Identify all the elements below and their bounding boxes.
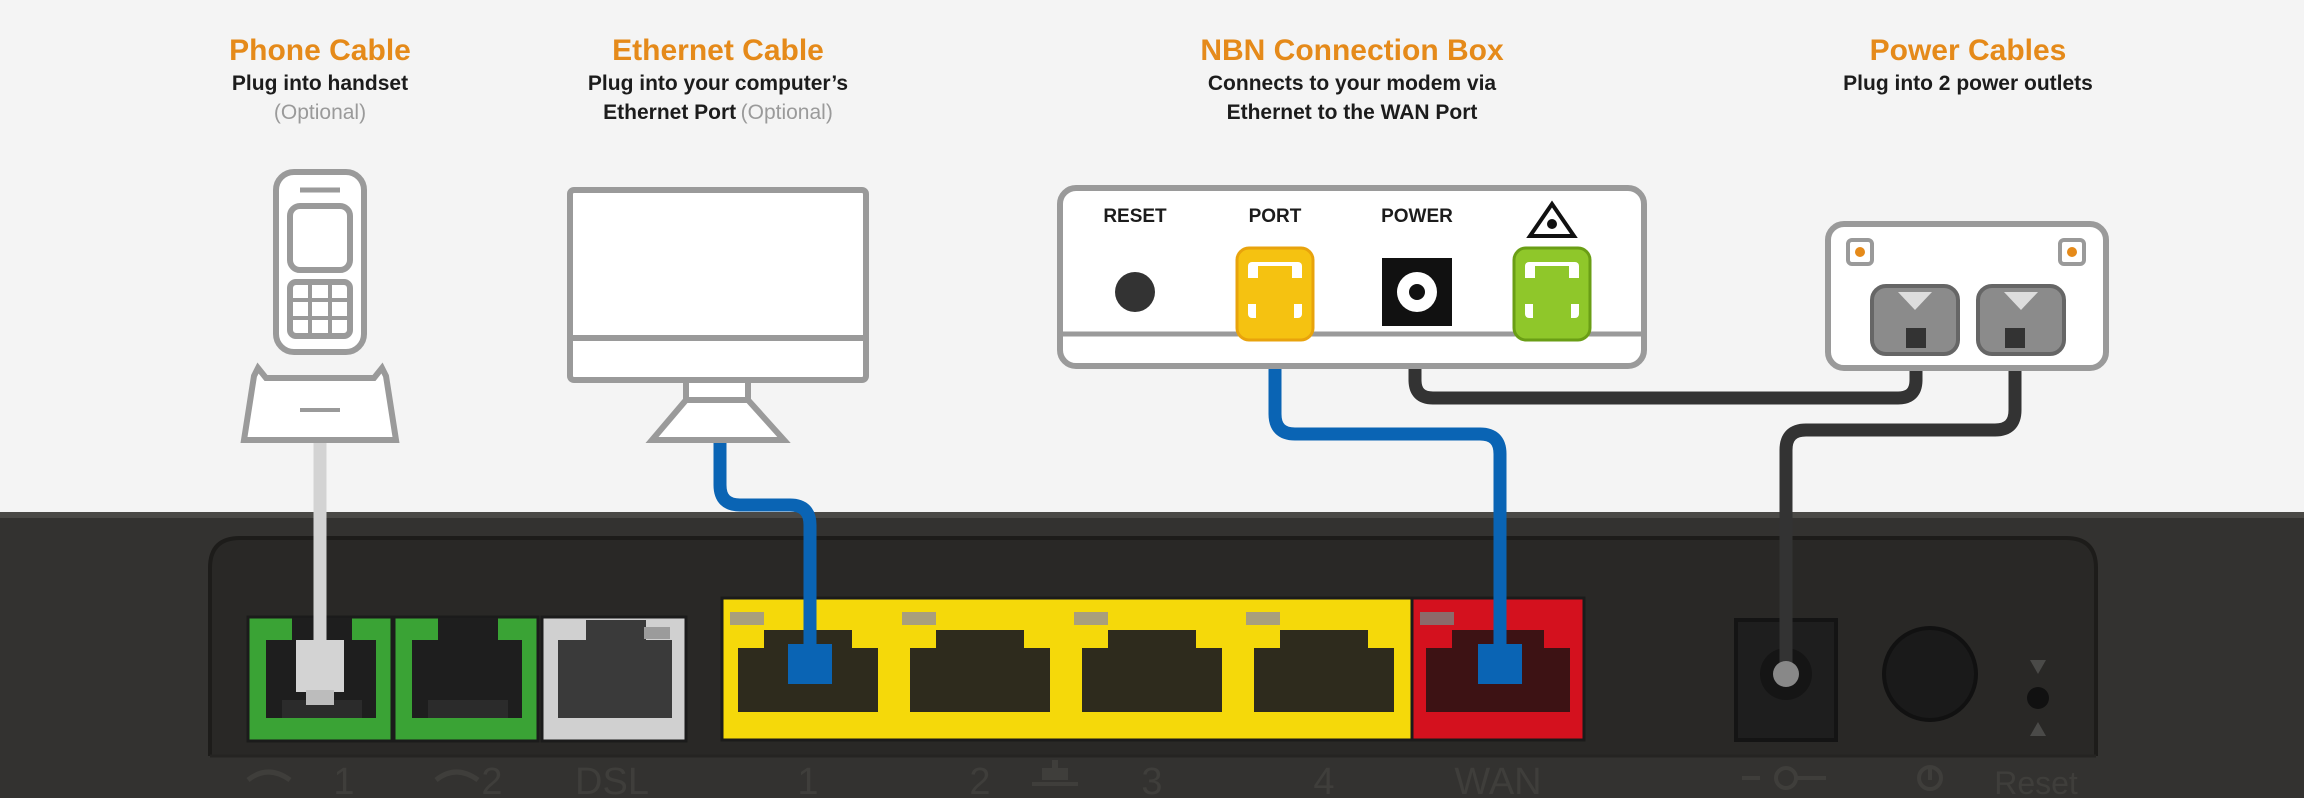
phone-cable	[296, 438, 344, 705]
ethernet-cable-computer	[713, 440, 832, 684]
power-button[interactable]	[1882, 626, 1978, 722]
ethernet-cable-desc-2: Ethernet Port	[603, 101, 737, 124]
nbn-box-caption: NBN Connection Box Connects to your mode…	[1122, 32, 1582, 128]
phone-port-2[interactable]	[392, 615, 540, 743]
nbn-reset-label: RESET	[1103, 206, 1167, 227]
power-cables-caption: Power Cables Plug into 2 power outlets	[1738, 32, 2198, 99]
network-icon	[1032, 760, 1078, 786]
dc-power-icon	[1742, 766, 1826, 790]
nbn-power-label: POWER	[1381, 206, 1453, 227]
wan-label: WAN	[1454, 761, 1541, 798]
nbn-box-desc: Connects to your modem via	[1207, 72, 1497, 95]
ethernet-cable-optional: (Optional)	[740, 101, 833, 124]
phone-port-1-icon	[246, 769, 292, 783]
lan-ports	[720, 596, 1414, 742]
lan-3-label: 3	[1141, 761, 1162, 798]
dsl-port[interactable]	[540, 615, 688, 743]
phone-cable-optional: (Optional)	[273, 101, 367, 124]
reset-pinhole[interactable]	[2027, 660, 2049, 736]
phone-cable-title: Phone Cable	[229, 34, 411, 67]
dc-power-socket[interactable]	[1734, 618, 1838, 742]
nbn-power-port[interactable]	[1382, 258, 1452, 326]
phone-port-2-icon	[434, 769, 480, 783]
ethernet-cable-caption: Ethernet Cable Plug into your computer’s…	[488, 32, 948, 128]
lan-4-label: 4	[1313, 761, 1334, 798]
phone-cable-caption: Phone Cable Plug into handset (Optional)	[90, 32, 550, 128]
power-outlet-2[interactable]	[1976, 284, 2066, 356]
power-outlet-1[interactable]	[1870, 284, 1960, 356]
nbn-fibre-port[interactable]	[1512, 246, 1592, 342]
nbn-reset-button[interactable]	[1115, 272, 1155, 312]
nbn-box-title: NBN Connection Box	[1200, 34, 1504, 67]
lan-2-label: 2	[969, 761, 990, 798]
ethernet-cable-desc: Plug into your computer’s	[587, 72, 849, 95]
lan-port-2[interactable]	[902, 612, 1050, 712]
lan-port-3[interactable]	[1074, 612, 1222, 712]
phone-handset-icon	[240, 169, 400, 443]
phone-cable-desc: Plug into handset	[231, 72, 409, 95]
power-cables-desc: Plug into 2 power outlets	[1843, 72, 2093, 95]
power-cable-router	[1773, 348, 2022, 687]
ethernet-cable-nbn	[1268, 300, 1522, 684]
nbn-box-desc-2: Ethernet to the WAN Port	[1226, 101, 1478, 124]
nbn-port[interactable]	[1235, 246, 1315, 342]
power-button-icon	[1917, 765, 1943, 791]
lan-1-label: 1	[797, 761, 818, 798]
nbn-connection-box: RESET PORT POWER	[1057, 185, 1647, 369]
power-cable-nbn	[1408, 300, 1923, 405]
monitor-icon	[567, 187, 869, 443]
ethernet-cable-title: Ethernet Cable	[612, 34, 824, 67]
lan-port-4[interactable]	[1246, 612, 1394, 712]
reset-label: Reset	[1994, 765, 2078, 798]
power-outlet-icon	[1825, 221, 2109, 371]
nbn-port-label: PORT	[1249, 206, 1302, 227]
laser-warning-icon	[1526, 200, 1578, 238]
phone-port-1-label: 1	[333, 761, 354, 798]
phone-port-2-label: 2	[481, 761, 502, 798]
dsl-label: DSL	[575, 761, 649, 798]
power-cables-title: Power Cables	[1869, 34, 2067, 67]
